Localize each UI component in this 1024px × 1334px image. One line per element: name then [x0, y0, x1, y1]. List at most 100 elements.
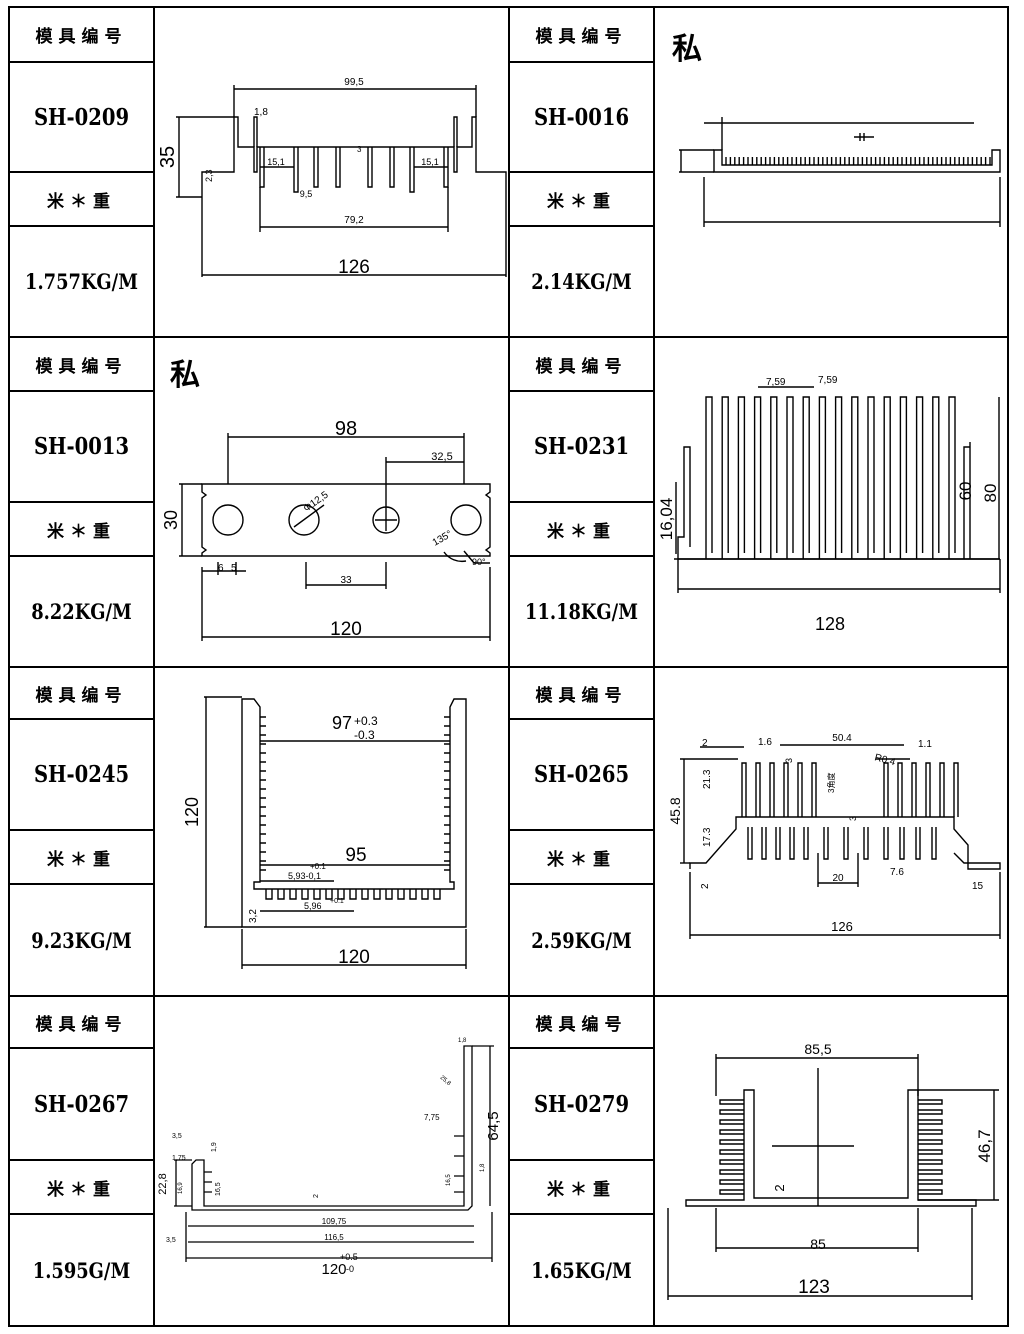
dim-d: 3,2: [248, 909, 259, 923]
dim-m: 7,75: [424, 1113, 440, 1122]
dim-f: 16,5: [215, 1182, 222, 1196]
dim-i: 3: [848, 816, 858, 821]
mold-code: SH-0245: [33, 761, 130, 788]
weight-value: 11.18KG/M: [525, 599, 638, 624]
dim-ang: 135°: [431, 529, 454, 549]
mold-code: SH-0016: [533, 103, 630, 131]
dim-p1: 7,59: [766, 377, 786, 388]
dim-h: 30: [161, 510, 181, 530]
dim-mid: 85: [810, 1236, 826, 1252]
weight-label: 米＊重: [47, 521, 116, 542]
drawing-sh-0279: 85,5 46,7 2 85 123: [667, 1041, 999, 1300]
mold-code: SH-0265: [533, 761, 630, 788]
dim-c: 5: [231, 563, 237, 574]
dim-l: 25,8: [439, 1075, 452, 1088]
dim-h3: 80: [981, 484, 1000, 503]
dim-a: 3,5: [172, 1133, 182, 1140]
dim-n: 64,5: [485, 1111, 502, 1140]
dim-w: 123: [798, 1277, 830, 1298]
dim-e: 16,9: [178, 1182, 184, 1194]
dim-g: 2: [313, 1194, 320, 1198]
dim-ang2: 90°: [472, 557, 486, 567]
dim-j: 3,5: [166, 1237, 176, 1244]
dim-a: +0.1: [310, 862, 326, 871]
dim-w: 120: [338, 947, 370, 968]
dim-w: 120: [321, 1261, 346, 1278]
dim-d: 9,5: [300, 189, 313, 199]
dim-f: 21.3: [702, 769, 713, 789]
drawing-sh-0016: [679, 117, 1001, 227]
dim-j: 20: [832, 873, 844, 884]
mold-code: SH-0267: [33, 1090, 130, 1118]
weight-label: 米＊重: [47, 1179, 116, 1200]
dim-r: R0.4: [873, 752, 897, 768]
dim-m: 15: [972, 881, 984, 892]
header-label: 模具编号: [35, 1014, 128, 1035]
mold-code: SH-0231: [533, 433, 630, 460]
dim-d: 33: [340, 575, 352, 586]
dim-top: 98: [335, 418, 357, 440]
dim-w: 126: [338, 257, 370, 278]
dim-p2: 7,59: [818, 375, 838, 386]
weight-label: 米＊重: [547, 191, 616, 212]
drawing-sh-0245: 97 +0.3 -0.3 120 95 +0.1 5,93-0,1 5,96 +…: [182, 696, 467, 969]
dim-g: 17.3: [702, 827, 713, 847]
private-mark-sh-0013: 私: [170, 358, 200, 393]
dim-top: 85,5: [804, 1041, 831, 1057]
dim-mid: 95: [345, 845, 366, 866]
dim-k: 7.6: [890, 867, 904, 878]
dim-d: 1.1: [918, 739, 932, 750]
dim-w-up: +0.5: [340, 1252, 358, 1262]
dim-h1: 16,04: [657, 498, 676, 541]
header-label: 模具编号: [535, 27, 628, 47]
mold-code: SH-0013: [33, 433, 130, 460]
drawing-sh-0265: 2 1.6 50.4 1.1 R0.4 3 21.3 17.3 45.8 3角度…: [667, 733, 1001, 939]
dim-h: 46,7: [975, 1129, 994, 1162]
dim-c: 15,1: [421, 157, 439, 167]
weight-value: 9.23KG/M: [31, 927, 132, 953]
dim-w: 120: [330, 619, 362, 640]
dim-note: 3角度: [826, 773, 836, 793]
weight-label: 米＊重: [47, 191, 116, 212]
weight-value: 1.595G/M: [32, 1257, 131, 1283]
dim-b: 6: [218, 563, 224, 574]
dim-c: 1,9: [211, 1142, 218, 1152]
drawing-sh-0013: 98 32,5 Φ12,5 135° 90° 30 6 5 33 120: [161, 418, 491, 641]
weight-value: 1.65KG/M: [531, 1257, 632, 1283]
dim-h: 35: [157, 146, 179, 168]
dim-p: 1,8: [480, 1163, 486, 1172]
header-label: 模具编号: [35, 356, 128, 377]
private-mark-sh-0016: 私: [672, 32, 702, 67]
weight-value: 2.59KG/M: [531, 927, 632, 953]
dim-h: 120: [182, 797, 202, 827]
header-label: 模具编号: [535, 356, 628, 377]
dim-b: 1.6: [758, 737, 772, 748]
weight-label: 米＊重: [47, 849, 116, 870]
dim-b: 15,1: [267, 157, 285, 167]
dim-l: 2: [700, 883, 711, 889]
dim-d: 22,8: [157, 1173, 169, 1194]
dim-w: 126: [831, 919, 853, 934]
dim-top: 97: [332, 713, 352, 733]
header-label: 模具编号: [535, 685, 628, 706]
weight-label: 米＊重: [547, 1179, 616, 1200]
dim-w: 128: [815, 614, 845, 634]
dim-h: 109,75: [322, 1217, 347, 1226]
dim-c: 50.4: [832, 733, 852, 744]
header-label: 模具编号: [535, 1014, 628, 1035]
dim-i: 116,5: [324, 1233, 344, 1242]
weight-label: 米＊重: [547, 521, 616, 542]
mold-code: SH-0279: [533, 1090, 630, 1118]
header-label: 模具编号: [35, 27, 128, 47]
dim-o: 16,5: [446, 1174, 452, 1186]
dim-b: 1,75: [172, 1155, 186, 1162]
drawing-sh-0231: 7,59 7,59 16,04 60 80 128: [657, 375, 1001, 634]
dim-k: 1,8: [458, 1038, 467, 1044]
drawing-sh-0267: 3,5 1,75 1,9 22,8 16,9 16,5 2 109,75 116…: [157, 1038, 502, 1278]
weight-label: 米＊重: [547, 849, 616, 870]
dim-a: 2: [702, 738, 708, 749]
drawing-sh-0209: 99,5 1,8 15,1 15,1 9,5 79,2 3 2,3 35 126: [157, 77, 507, 278]
dim-c: 5,96: [304, 901, 322, 911]
dim-b: 5,93-0,1: [288, 871, 321, 881]
